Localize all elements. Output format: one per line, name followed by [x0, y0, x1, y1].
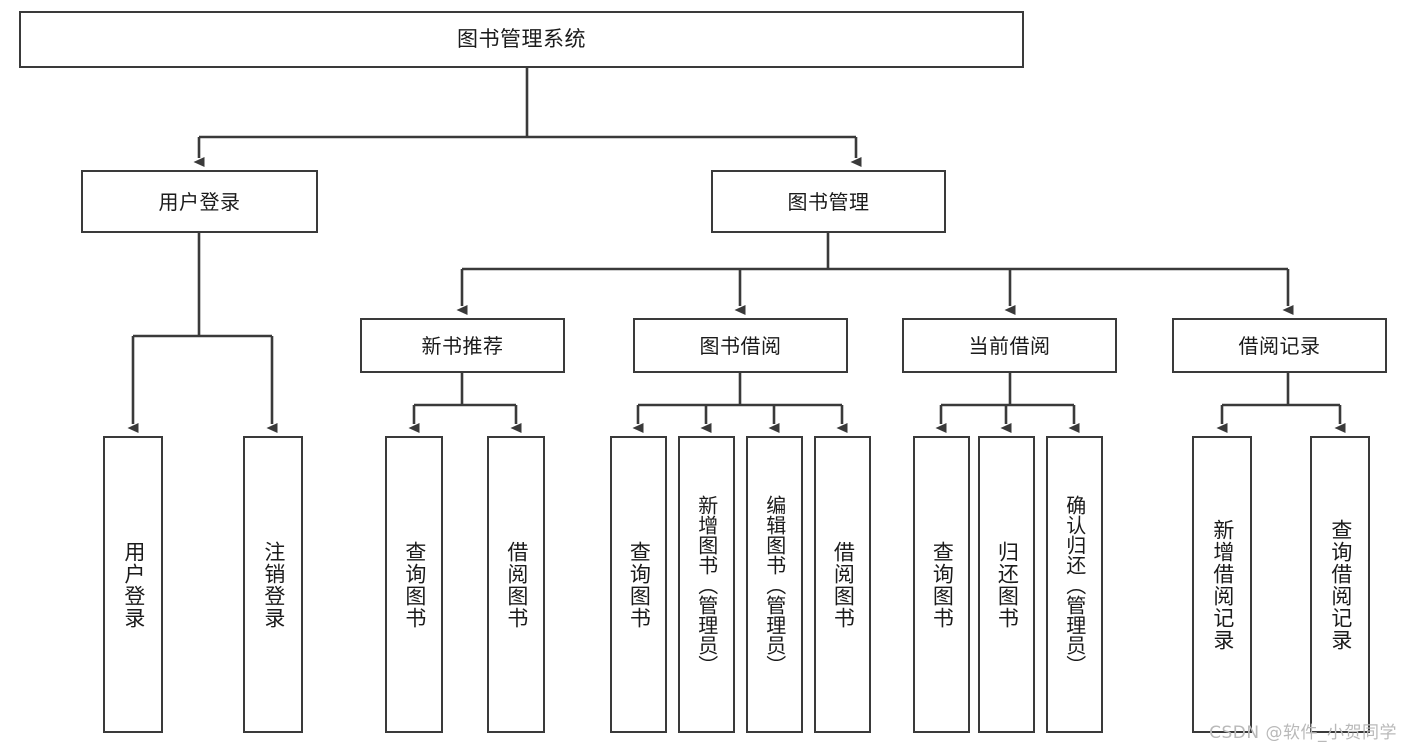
node-root-system[interactable]: 图书管理系统 — [19, 11, 1024, 68]
leaf-current-query-book[interactable]: 查询图书 — [913, 436, 970, 733]
leaf-user-logout[interactable]: 注销登录 — [243, 436, 303, 733]
leaf-borrow-borrow-book[interactable]: 借阅图书 — [814, 436, 871, 733]
node-borrow-record[interactable]: 借阅记录 — [1172, 318, 1387, 373]
leaf-borrow-edit-book-admin[interactable]: 编辑图书（管理员） — [746, 436, 803, 733]
node-new-book-recommend[interactable]: 新书推荐 — [360, 318, 565, 373]
node-book-borrow[interactable]: 图书借阅 — [633, 318, 848, 373]
leaf-borrow-query-book[interactable]: 查询图书 — [610, 436, 667, 733]
leaf-borrow-add-book-admin[interactable]: 新增图书（管理员） — [678, 436, 735, 733]
node-current-borrow[interactable]: 当前借阅 — [902, 318, 1117, 373]
leaf-record-add-borrow-record[interactable]: 新增借阅记录 — [1192, 436, 1252, 733]
csdn-watermark: CSDN @软件_小贺同学 — [1209, 723, 1397, 743]
leaf-current-confirm-return-admin[interactable]: 确认归还（管理员） — [1046, 436, 1103, 733]
leaf-user-login[interactable]: 用户登录 — [103, 436, 163, 733]
node-user-login[interactable]: 用户登录 — [81, 170, 318, 233]
leaf-current-return-book[interactable]: 归还图书 — [978, 436, 1035, 733]
node-book-management[interactable]: 图书管理 — [711, 170, 946, 233]
leaf-record-query-borrow-record[interactable]: 查询借阅记录 — [1310, 436, 1370, 733]
leaf-recommend-query-book[interactable]: 查询图书 — [385, 436, 443, 733]
leaf-recommend-borrow-book[interactable]: 借阅图书 — [487, 436, 545, 733]
